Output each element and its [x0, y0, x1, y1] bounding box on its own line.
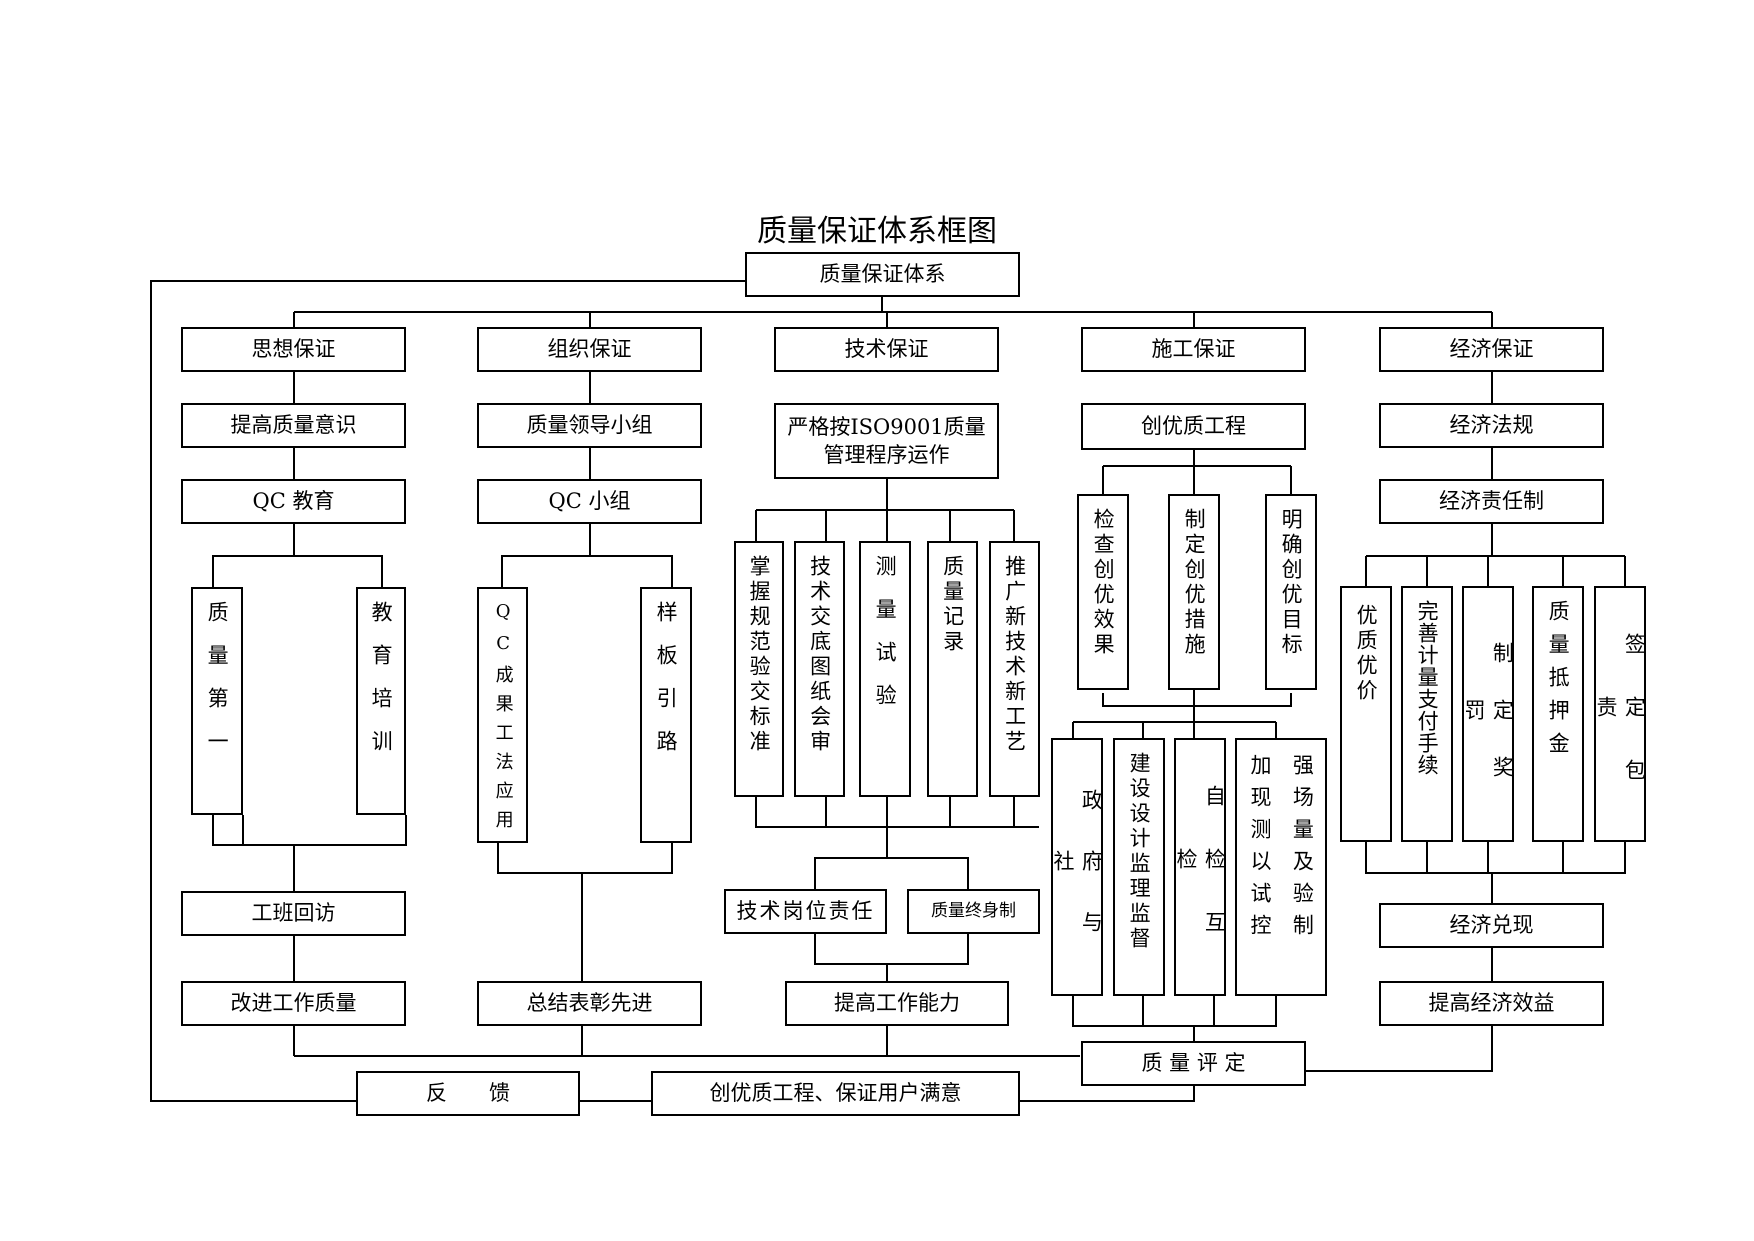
category-label: 技术保证: [844, 337, 929, 362]
jingji-sub-2: 完善计量支付手续: [1401, 586, 1453, 842]
shigong-l1: 创优质工程: [1081, 403, 1306, 450]
category-label: 施工保证: [1151, 337, 1236, 362]
jishu-sub-3: 测量试验: [859, 541, 911, 797]
shigong-sub2-3-label: 自检互检: [1174, 784, 1227, 974]
zuzhi-l4-label: 总结表彰先进: [526, 991, 653, 1016]
jishu-sub-1: 掌握规范验交标准: [734, 541, 784, 797]
sixiang-l4: 改进工作质量: [181, 981, 406, 1026]
jingji-sub-4: 质量抵押金: [1532, 586, 1584, 842]
feedback-box: 反 馈: [356, 1071, 580, 1116]
sixiang-l2-label: QC 教育: [252, 489, 335, 514]
shigong-sub1-1: 检查创优效果: [1077, 494, 1129, 690]
shigong-sub2-3: 自检互检: [1174, 738, 1226, 996]
category-jingji: 经济保证: [1379, 327, 1604, 372]
shigong-sub1-2-label: 制定创优措施: [1182, 508, 1207, 658]
jingji-l1: 经济法规: [1379, 403, 1604, 448]
feedback-label: 反 馈: [426, 1081, 510, 1106]
jingji-l3-label: 经济兑现: [1449, 913, 1534, 938]
quality-eval-box: 质 量 评 定: [1081, 1041, 1306, 1086]
root-label: 质量保证体系: [819, 262, 946, 287]
jishu-l1: 严格按ISO9001质量 管理程序运作: [774, 403, 999, 479]
sixiang-sub-2: 教育培训: [356, 587, 406, 815]
sixiang-l3: 工班回访: [181, 891, 406, 936]
shigong-sub1-3-label: 明确创优目标: [1279, 508, 1304, 658]
jishu-l1-line2: 管理程序运作: [823, 443, 950, 467]
jingji-sub-3: 制定奖罚: [1462, 586, 1514, 842]
shigong-sub2-2: 建设设计监理监督: [1113, 738, 1165, 996]
sixiang-l3-label: 工班回访: [251, 901, 336, 926]
zuzhi-sub-2: 样板引路: [640, 587, 692, 843]
jingji-l4: 提高经济效益: [1379, 981, 1604, 1026]
category-zuzhi: 组织保证: [477, 327, 702, 372]
jishu-l1-line1: 严格按ISO9001质量: [787, 414, 986, 439]
jingji-l3: 经济兑现: [1379, 903, 1604, 948]
shigong-sub1-2: 制定创优措施: [1168, 494, 1220, 690]
jingji-sub-1-label: 优质优价: [1354, 604, 1379, 704]
sixiang-l1-label: 提高质量意识: [230, 413, 357, 438]
shigong-l1-label: 创优质工程: [1141, 414, 1246, 439]
zuzhi-sub-2-label: 样板引路: [654, 601, 679, 773]
jishu-sub-3-label: 测量试验: [873, 555, 898, 727]
zuzhi-sub-1-label: QC成果工法应用: [492, 601, 514, 839]
zuzhi-l4: 总结表彰先进: [477, 981, 702, 1026]
shigong-sub2-1-label: 政府与社: [1051, 788, 1104, 972]
quality-eval-label: 质 量 评 定: [1141, 1051, 1246, 1076]
jingji-sub-5-label: 签定包责: [1594, 632, 1647, 822]
jishu-b1: 技术岗位责任: [724, 889, 887, 934]
zuzhi-l2: QC 小组: [477, 479, 702, 524]
jishu-sub-4: 质量记录: [927, 541, 978, 797]
category-label: 经济保证: [1449, 337, 1534, 362]
jingji-sub-2-label: 完善计量支付手续: [1415, 600, 1440, 776]
shigong-sub1-1-label: 检查创优效果: [1091, 508, 1116, 658]
jishu-sub-1-label: 掌握规范验交标准: [747, 555, 772, 755]
diagram-title: 质量保证体系框图: [757, 214, 997, 249]
jingji-l2: 经济责任制: [1379, 479, 1604, 524]
jishu-l4-label: 提高工作能力: [834, 991, 960, 1016]
shigong-sub2-4-col1: 加现测以试控: [1248, 754, 1272, 946]
jishu-sub-4-label: 质量记录: [940, 555, 965, 655]
zuzhi-l2-label: QC 小组: [548, 489, 631, 514]
jishu-sub-2-label: 技术交底图纸会审: [807, 555, 832, 755]
final-goal-box: 创优质工程、保证用户满意: [651, 1071, 1020, 1116]
jishu-sub-2: 技术交底图纸会审: [794, 541, 845, 797]
zuzhi-l1-label: 质量领导小组: [526, 413, 653, 438]
jingji-sub-3-label: 制定奖罚: [1462, 641, 1515, 813]
shigong-sub2-4: 强场量及验制 加现测以试控: [1235, 738, 1327, 996]
jingji-l4-label: 提高经济效益: [1428, 991, 1555, 1016]
jingji-sub-1: 优质优价: [1340, 586, 1392, 842]
jishu-b2-label: 质量终身制: [931, 901, 1016, 922]
shigong-sub1-3: 明确创优目标: [1265, 494, 1317, 690]
category-label: 组织保证: [547, 337, 632, 362]
shigong-sub2-1: 政府与社: [1051, 738, 1103, 996]
jingji-l2-label: 经济责任制: [1439, 489, 1544, 514]
jishu-sub-5: 推广新技术新工艺: [989, 541, 1040, 797]
category-label: 思想保证: [251, 337, 336, 362]
shigong-sub2-2-label: 建设设计监理监督: [1127, 752, 1152, 952]
sixiang-l2: QC 教育: [181, 479, 406, 524]
category-jishu: 技术保证: [774, 327, 999, 372]
shigong-sub2-4-col2: 强场量及验制: [1290, 754, 1315, 946]
jingji-l1-label: 经济法规: [1449, 413, 1534, 438]
zuzhi-l1: 质量领导小组: [477, 403, 702, 448]
sixiang-sub-2-label: 教育培训: [369, 601, 394, 773]
category-shigong: 施工保证: [1081, 327, 1306, 372]
jishu-b2: 质量终身制: [907, 889, 1040, 934]
sixiang-sub-1-label: 质量第一: [205, 601, 230, 773]
jingji-sub-4-label: 质量抵押金: [1546, 600, 1571, 765]
root-box: 质量保证体系: [745, 252, 1020, 297]
jishu-sub-5-label: 推广新技术新工艺: [1002, 555, 1027, 755]
zuzhi-sub-1: QC成果工法应用: [477, 587, 528, 843]
sixiang-sub-1: 质量第一: [191, 587, 243, 815]
sixiang-l1: 提高质量意识: [181, 403, 406, 448]
category-sixiang: 思想保证: [181, 327, 406, 372]
jishu-b1-label: 技术岗位责任: [736, 899, 875, 924]
jishu-l4: 提高工作能力: [785, 981, 1009, 1026]
sixiang-l4-label: 改进工作质量: [230, 991, 357, 1016]
final-goal-label: 创优质工程、保证用户满意: [709, 1081, 962, 1106]
jingji-sub-5: 签定包责: [1594, 586, 1646, 842]
